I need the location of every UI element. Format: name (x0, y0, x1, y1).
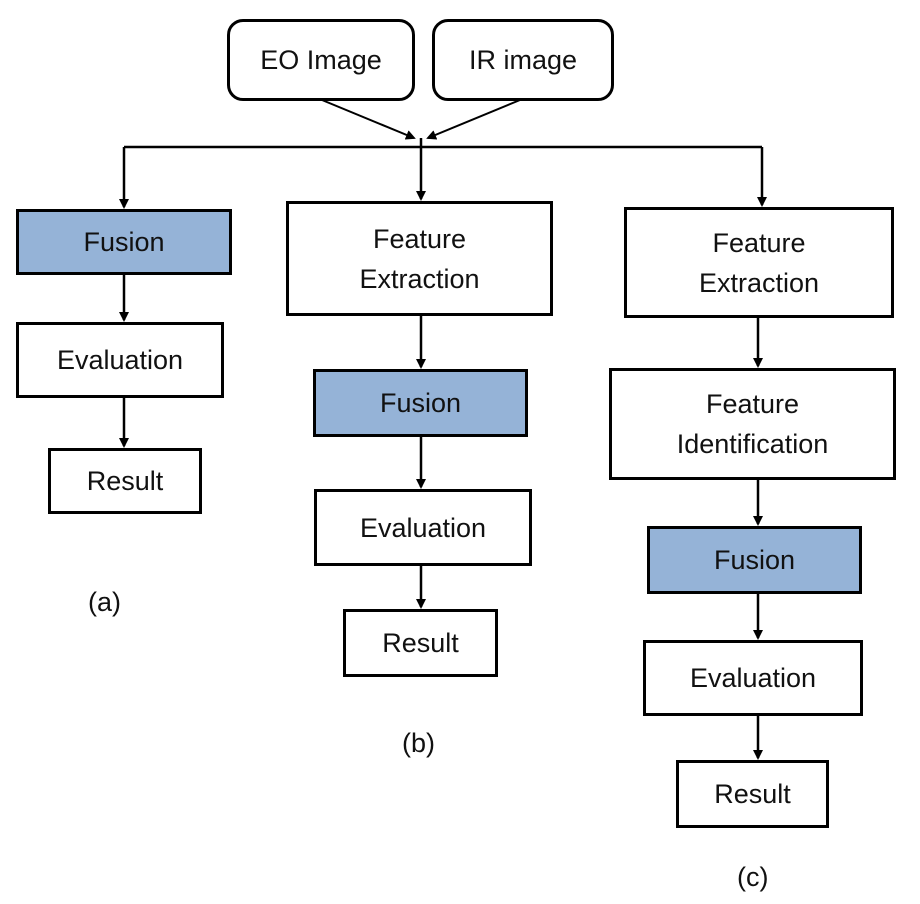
c-evaluation-box: Evaluation (643, 640, 863, 716)
a-evaluation-box: Evaluation (16, 322, 224, 398)
c-feature-identification-box: Feature Identification (609, 368, 896, 480)
c-feature-extraction-box: Feature Extraction (624, 207, 894, 318)
ir-image-box: IR image (432, 19, 614, 101)
ir-to-merge-arrow (426, 99, 521, 140)
b-evaluation-box: Evaluation (314, 489, 532, 566)
eo-to-merge-arrow (321, 99, 416, 140)
b-feature-extraction-box: Feature Extraction (286, 201, 553, 316)
caption-c: (c) (737, 862, 769, 892)
c-fusion-box: Fusion (647, 526, 862, 594)
b-result-box: Result (343, 609, 498, 677)
eo-image-box: EO Image (227, 19, 415, 101)
caption-b: (b) (402, 728, 435, 758)
a-result-box: Result (48, 448, 202, 514)
caption-a: (a) (88, 587, 121, 617)
c-result-box: Result (676, 760, 829, 828)
a-fusion-box: Fusion (16, 209, 232, 275)
b-fusion-box: Fusion (313, 369, 528, 437)
